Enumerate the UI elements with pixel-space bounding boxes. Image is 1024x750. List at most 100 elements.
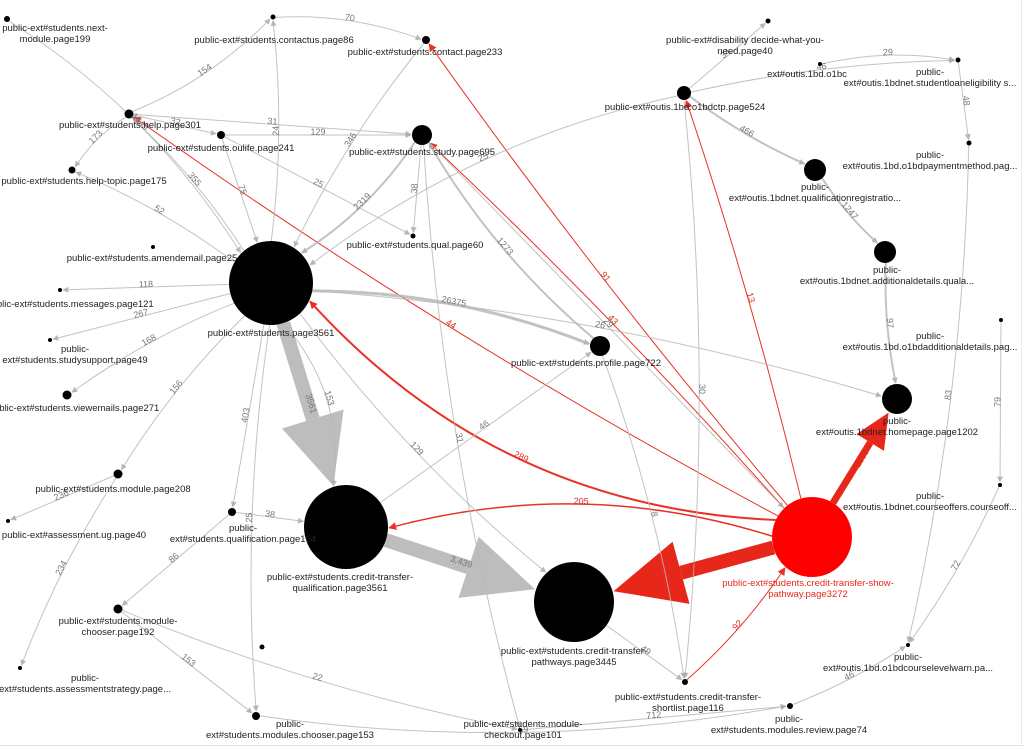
node-qualification[interactable] — [228, 508, 236, 516]
edge-label: 97 — [885, 318, 896, 329]
node-module[interactable] — [113, 469, 123, 479]
node-label-line: public-ext#students.profile.page722 — [511, 358, 661, 369]
edge-label: 355 — [186, 170, 203, 188]
edge-qualreg-to-additionaldetails — [821, 177, 878, 244]
edge-study-to-checkout — [423, 144, 521, 728]
node-label-line: ext#outis.1bdnet.studentloaneligibility … — [844, 78, 1017, 89]
edge-label: 83 — [943, 389, 954, 400]
node-label-line: ext#students.qualification.page104 — [170, 534, 316, 545]
node-show-pathway[interactable] — [772, 497, 852, 577]
node-pathways[interactable] — [534, 562, 614, 642]
edge-label: 46 — [477, 418, 491, 432]
node-next-module[interactable] — [4, 16, 10, 22]
edge-pathways-to-shortlist — [606, 624, 683, 681]
node-disability[interactable] — [765, 18, 771, 24]
node-studysupport[interactable] — [48, 338, 52, 342]
node-label-line: public-ext#students.contact.page233 — [348, 47, 503, 58]
edge-hub-to-help — [132, 117, 245, 252]
edge-label: 153 — [323, 389, 337, 406]
node-label-qualification: public-ext#students.qualification.page10… — [170, 523, 316, 545]
edge-label: 234 — [53, 559, 69, 577]
node-o1bdctp[interactable] — [677, 86, 691, 100]
edge-help-to-oulife — [133, 114, 217, 136]
edge-label: 1273 — [495, 235, 516, 257]
node-assessmentug[interactable] — [6, 519, 10, 523]
node-label-o1bdctp: public-ext#outis.1bd.o1bdctp.page524 — [605, 102, 766, 113]
node-label-vieweemails: public-ext#students.viewemails.page271 — [0, 403, 159, 414]
node-qual[interactable] — [410, 233, 416, 239]
node-label-line: public-ext#students.credit-transfer- — [267, 572, 413, 583]
node-o1bc[interactable] — [818, 62, 822, 66]
node-credit-qual[interactable] — [304, 485, 388, 569]
node-profile[interactable] — [590, 336, 610, 356]
node-label-courseoffers: public-ext#outis.1bdnet.courseoffers.cou… — [843, 491, 1017, 513]
node-label-line: public-ext#students.next- — [2, 23, 108, 34]
edge-module-to-assessmentstrategy — [20, 477, 117, 666]
node-review[interactable] — [787, 703, 793, 709]
node-messages[interactable] — [58, 288, 62, 292]
node-label-line: public-ext#students.amendemail.page25 — [67, 253, 238, 264]
edge-label: 267 — [132, 307, 149, 320]
edge-credit-qual-to-profile — [379, 351, 592, 504]
node-oulife[interactable] — [217, 131, 225, 139]
node-label-line: pathway.page3272 — [768, 589, 848, 600]
node-module-chooser[interactable] — [113, 604, 123, 614]
edge-label: 79 — [992, 397, 1002, 407]
edge-profile-to-shortlist — [601, 355, 687, 679]
node-label-module-chooser: public-ext#students.module-chooser.page1… — [59, 616, 178, 638]
node-qualreg[interactable] — [804, 159, 826, 181]
node-amendemail[interactable] — [151, 245, 155, 249]
node-label-line: public-ext#students.contactus.page86 — [194, 35, 354, 46]
edge-show-pathway-to-o1bdctp — [684, 99, 802, 499]
edge-show-pathway-to-contact — [428, 43, 788, 506]
node-o1bdadd[interactable] — [999, 318, 1003, 322]
node-label-line: public-ext#students.oulife.page241 — [148, 143, 295, 154]
edge-label: 31 — [454, 432, 466, 444]
edge-label: 118 — [139, 279, 154, 289]
node-courselevelwarn[interactable] — [906, 643, 910, 647]
edge-payment-to-courselevelwarn — [906, 145, 970, 643]
node-study[interactable] — [412, 125, 432, 145]
node-label-line: public- — [873, 265, 901, 276]
node-label-line: public- — [229, 523, 257, 534]
edge-label: 31 — [267, 116, 278, 127]
edge-arrowhead-hub-to-credit-qual — [282, 409, 344, 486]
edges-layer — [8, 16, 1004, 734]
edge-show-pathway-to-help — [133, 116, 779, 517]
edge-label: 92 — [730, 618, 744, 632]
node-loan[interactable] — [955, 57, 961, 63]
edge-label: 91 — [599, 270, 613, 284]
node-label-line: public- — [775, 714, 803, 725]
node-label-o1bdadd: public-ext#outis.1bd.o1bdadditionaldetai… — [843, 331, 1018, 353]
edge-label: 26375 — [441, 294, 467, 309]
node-assessmentstrategy[interactable] — [18, 666, 22, 670]
edge-study-to-hub — [301, 141, 416, 254]
node-shortlist[interactable] — [682, 679, 688, 685]
node-help[interactable] — [124, 109, 134, 119]
edge-show-pathway-to-credit-qual — [388, 503, 773, 537]
node-contact[interactable] — [422, 36, 430, 44]
node-label-line: ext#outis.1bdnet.homepage.page1202 — [816, 427, 978, 438]
edge-label: 30 — [697, 384, 707, 394]
node-label-payment: public-ext#outis.1bd.o1bdpaymentmethod.p… — [843, 150, 1018, 172]
node-payment[interactable] — [966, 140, 972, 146]
node-label-line: public- — [801, 182, 829, 193]
node-label-messages: public-ext#students.messages.page121 — [0, 299, 154, 310]
node-helptopic[interactable] — [68, 166, 76, 174]
node-modules-chooser[interactable] — [252, 712, 260, 720]
node-vieweemails[interactable] — [62, 390, 72, 400]
node-unlabeled[interactable] — [259, 644, 265, 650]
node-courseoffers[interactable] — [998, 483, 1002, 487]
node-checkout[interactable] — [518, 728, 522, 732]
node-label-line: checkout.page101 — [484, 730, 562, 741]
edge-label: 129 — [408, 439, 426, 457]
edge-label: 13 — [745, 291, 757, 303]
node-label-module: public-ext#students.module.page208 — [35, 484, 190, 495]
node-contactus[interactable] — [270, 14, 276, 20]
node-label-help: public-ext#students.help.page301 — [59, 120, 201, 131]
node-hub[interactable] — [229, 241, 313, 325]
edge-label: 38 — [409, 183, 420, 194]
node-homepage[interactable] — [882, 384, 912, 414]
edge-hub-to-contactus — [270, 19, 280, 242]
node-additionaldetails[interactable] — [874, 241, 896, 263]
